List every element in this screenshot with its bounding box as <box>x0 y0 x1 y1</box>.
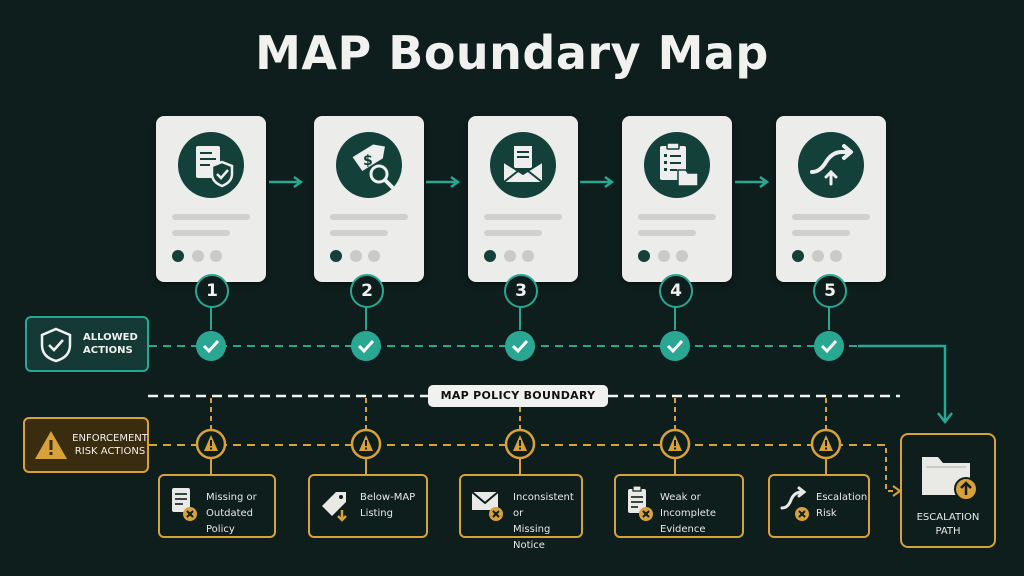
tag-down-icon <box>322 492 347 522</box>
risk-text-line1: Escalation <box>816 492 868 503</box>
risk-arrowhead <box>892 485 902 497</box>
clipboard-folder-icon <box>644 132 710 198</box>
step-arrows <box>269 175 770 189</box>
placeholder-line <box>172 230 230 236</box>
placeholder-line <box>638 214 716 220</box>
escalation-line1: ESCALATION <box>916 512 980 523</box>
step-number-1: 1 <box>195 274 229 308</box>
progress-dot <box>638 250 650 262</box>
shield-check-icon <box>40 327 72 363</box>
step-number-3: 3 <box>504 274 538 308</box>
warning-icon <box>810 428 842 460</box>
warning-icon <box>659 428 691 460</box>
risk-text-line2: Outdated Policy <box>206 508 254 535</box>
risk-text-line2: Risk <box>816 508 837 519</box>
risk-stems <box>210 459 827 474</box>
warning-circles <box>195 428 842 460</box>
svg-text:$: $ <box>363 153 373 169</box>
warning-triangle-icon <box>35 431 67 459</box>
allowed-actions-text: ALLOWED ACTIONS <box>83 332 138 356</box>
risk-text-line2: Evidence <box>660 524 706 535</box>
progress-dot <box>812 250 824 262</box>
envelope-icon <box>490 132 556 198</box>
risk-card-2: Below-MAP Listing <box>308 474 428 538</box>
escalation-path-box: ESCALATION PATH <box>900 433 996 548</box>
risk-text-line1: Missing or <box>206 492 257 503</box>
progress-dot <box>676 250 688 262</box>
risk-text-line1: Below-MAP <box>360 492 416 503</box>
progress-dot <box>368 250 380 262</box>
step-card-1 <box>156 116 266 282</box>
enforcement-risk-text: ENFORCEMENT RISK ACTIONS <box>72 433 148 457</box>
risk-card-1: Missing or Outdated Policy <box>158 474 276 538</box>
allowed-actions-label: ALLOWED ACTIONS <box>25 316 149 372</box>
number-stems <box>210 304 830 330</box>
risk-text-line2: Missing Notice <box>513 524 551 551</box>
placeholder-line <box>172 214 250 220</box>
check-circles <box>196 331 844 361</box>
step-number-5: 5 <box>813 274 847 308</box>
warning-icon <box>195 428 227 460</box>
risk-card-3: Inconsistent or Missing Notice <box>459 474 583 551</box>
step-card-4 <box>622 116 732 282</box>
check-icon <box>196 331 226 361</box>
price-tag-search-icon: $ <box>336 132 402 198</box>
progress-dot <box>350 250 362 262</box>
document-shield-icon <box>178 132 244 198</box>
placeholder-line <box>330 230 388 236</box>
step-number-4: 4 <box>659 274 693 308</box>
escalation-arrow-icon <box>798 132 864 198</box>
enforcement-risk-label: ENFORCEMENT RISK ACTIONS <box>23 417 149 473</box>
step-number-2: 2 <box>350 274 384 308</box>
policy-boundary-label: MAP POLICY BOUNDARY <box>428 385 608 407</box>
risk-text-line1: Inconsistent or <box>513 492 574 519</box>
warning-icon <box>350 428 382 460</box>
clipboard-x-icon <box>628 485 653 521</box>
warning-icon <box>504 428 536 460</box>
progress-dot <box>172 250 184 262</box>
risk-text-line2: Listing <box>360 508 393 519</box>
step-card-2: $ <box>314 116 424 282</box>
placeholder-line <box>484 230 542 236</box>
progress-dot <box>792 250 804 262</box>
placeholder-line <box>330 214 408 220</box>
placeholder-line <box>792 230 850 236</box>
check-icon <box>351 331 381 361</box>
progress-dot <box>330 250 342 262</box>
check-icon <box>814 331 844 361</box>
progress-dot <box>192 250 204 262</box>
placeholder-line <box>792 214 870 220</box>
progress-dot <box>522 250 534 262</box>
page-title: MAP Boundary Map <box>255 26 769 80</box>
risk-text-line1: Weak or Incomplete <box>660 492 716 519</box>
check-icon <box>660 331 690 361</box>
envelope-x-icon <box>471 491 503 521</box>
document-x-icon <box>172 488 197 521</box>
escalation-line2: PATH <box>935 526 961 537</box>
allowed-arrowhead <box>937 412 953 425</box>
progress-dot <box>210 250 222 262</box>
progress-dot <box>484 250 496 262</box>
placeholder-line <box>638 230 696 236</box>
progress-dot <box>830 250 842 262</box>
step-card-5 <box>776 116 886 282</box>
check-icon <box>505 331 535 361</box>
escalation-x-icon <box>780 486 809 521</box>
risk-to-escalation-line <box>880 444 897 492</box>
progress-dot <box>504 250 516 262</box>
placeholder-line <box>484 214 562 220</box>
folder-up-icon <box>922 457 978 501</box>
allowed-to-escalation-line <box>858 344 947 420</box>
progress-dot <box>658 250 670 262</box>
step-card-3 <box>468 116 578 282</box>
